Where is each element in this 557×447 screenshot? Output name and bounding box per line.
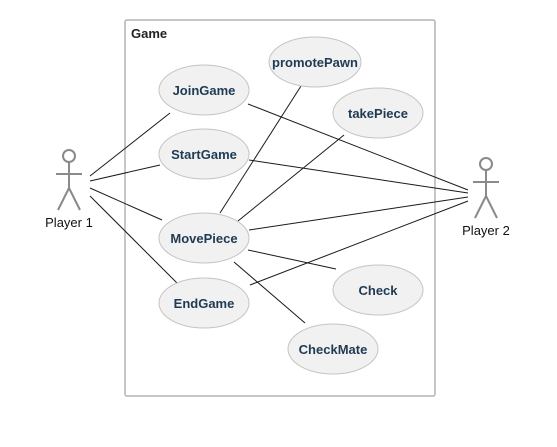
- use-case-endGame[interactable]: EndGame: [158, 277, 250, 329]
- actor-label: Player 2: [462, 223, 510, 238]
- use-case-label: Check: [358, 283, 398, 298]
- use-case-ellipse[interactable]: [158, 277, 250, 329]
- association-line-movePiece-promotePawn: [219, 85, 302, 214]
- use-case-label: CheckMate: [299, 342, 368, 357]
- use-case-checkMate[interactable]: CheckMate: [287, 323, 379, 375]
- use-case-label: MovePiece: [170, 231, 237, 246]
- use-case-label: JoinGame: [173, 83, 236, 98]
- actor-head-icon: [479, 157, 493, 171]
- actor-right-leg: [485, 195, 498, 219]
- use-case-ellipse[interactable]: [158, 64, 250, 116]
- use-case-startGame[interactable]: StartGame: [158, 128, 250, 180]
- use-case-joinGame[interactable]: JoinGame: [158, 64, 250, 116]
- association-line-player1-movePiece: [89, 187, 163, 221]
- actor-player2: Player 2: [462, 157, 510, 238]
- actor-player1: Player 1: [45, 149, 93, 230]
- use-case-ellipse[interactable]: [332, 264, 424, 316]
- use-case-ellipse[interactable]: [268, 36, 362, 88]
- use-case-ellipse[interactable]: [287, 323, 379, 375]
- association-line-player2-endGame: [249, 200, 469, 286]
- actor-head-icon: [62, 149, 76, 163]
- use-case-label: EndGame: [174, 296, 235, 311]
- association-lines: [89, 85, 469, 324]
- association-line-player2-startGame: [248, 159, 469, 194]
- actor-label: Player 1: [45, 215, 93, 230]
- association-line-movePiece-takePiece: [237, 134, 345, 222]
- association-line-player1-endGame: [89, 195, 178, 284]
- use-case-ellipse[interactable]: [332, 87, 424, 139]
- association-line-movePiece-checkMate: [233, 261, 306, 324]
- actor-left-leg: [57, 187, 70, 211]
- actors: Player 1 Player 2: [45, 149, 510, 238]
- association-line-movePiece-check: [247, 249, 337, 270]
- actor-left-leg: [474, 195, 487, 219]
- use-case-promotePawn[interactable]: promotePawn: [268, 36, 362, 88]
- use-case-takePiece[interactable]: takePiece: [332, 87, 424, 139]
- association-line-player2-movePiece: [248, 196, 469, 231]
- use-case-movePiece[interactable]: MovePiece: [158, 212, 250, 264]
- association-line-player1-joinGame: [89, 112, 171, 177]
- system-boundary-label: Game: [131, 26, 167, 41]
- use-case-label: takePiece: [348, 106, 408, 121]
- association-line-player1-startGame: [89, 164, 161, 182]
- use-case-label: promotePawn: [272, 55, 358, 70]
- use-case-label: StartGame: [171, 147, 237, 162]
- association-line-player2-joinGame: [247, 103, 469, 191]
- actor-right-leg: [68, 187, 81, 211]
- use-case-check[interactable]: Check: [332, 264, 424, 316]
- use-case-ellipse[interactable]: [158, 212, 250, 264]
- use-case-ellipse[interactable]: [158, 128, 250, 180]
